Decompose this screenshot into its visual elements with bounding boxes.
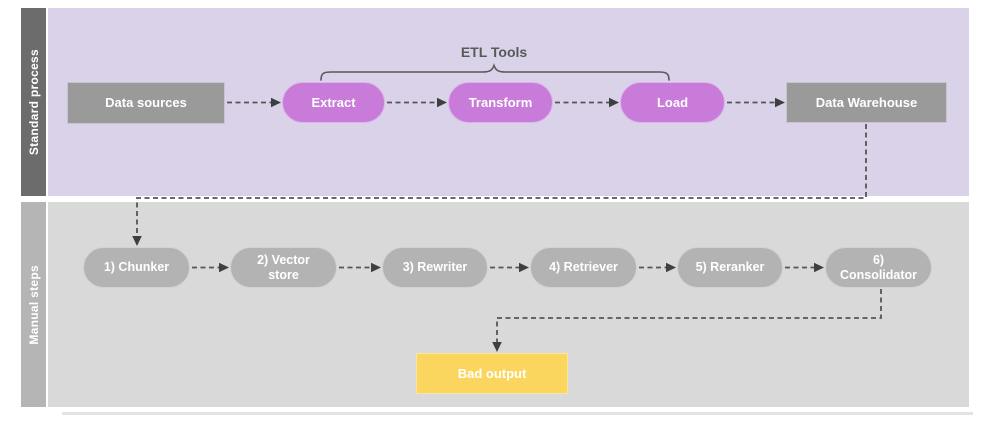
node-load: Load xyxy=(620,82,725,123)
node-bad-output: Bad output xyxy=(416,353,568,394)
node-consolidator-label: 6) Consolidator xyxy=(839,252,918,282)
node-retriever: 4) Retriever xyxy=(530,247,637,288)
node-consolidator: 6) Consolidator xyxy=(825,247,932,288)
standard-process-lane-label: Standard process xyxy=(26,48,41,156)
node-vector-store: 2) Vector store xyxy=(230,247,337,288)
node-reranker-label: 5) Reranker xyxy=(695,260,765,274)
node-transform-label: Transform xyxy=(468,94,533,110)
manual-steps-lane-label: Manual steps xyxy=(26,264,41,345)
node-retriever-label: 4) Retriever xyxy=(549,260,618,274)
node-load-label: Load xyxy=(656,94,689,110)
node-data-sources-label: Data sources xyxy=(105,95,187,111)
node-transform: Transform xyxy=(448,82,553,123)
node-data-warehouse: Data Warehouse xyxy=(786,82,947,123)
manual-steps-lane-bar: Manual steps xyxy=(21,202,46,407)
node-bad-output-label: Bad output xyxy=(457,365,527,381)
node-data-sources: Data sources xyxy=(67,82,225,124)
standard-process-lane-bar: Standard process xyxy=(21,8,46,196)
canvas-bottom-divider xyxy=(62,412,973,415)
node-extract: Extract xyxy=(282,82,385,123)
etl-tools-annotation: ETL Tools xyxy=(460,44,528,60)
node-rewriter: 3) Rewriter xyxy=(382,247,488,288)
node-data-warehouse-label: Data Warehouse xyxy=(815,94,918,110)
node-reranker: 5) Reranker xyxy=(677,247,783,288)
node-vector-store-label: 2) Vector store xyxy=(257,252,310,282)
node-extract-label: Extract xyxy=(311,94,356,110)
node-chunker: 1) Chunker xyxy=(83,247,190,288)
node-rewriter-label: 3) Rewriter xyxy=(402,260,468,274)
node-chunker-label: 1) Chunker xyxy=(103,260,170,274)
